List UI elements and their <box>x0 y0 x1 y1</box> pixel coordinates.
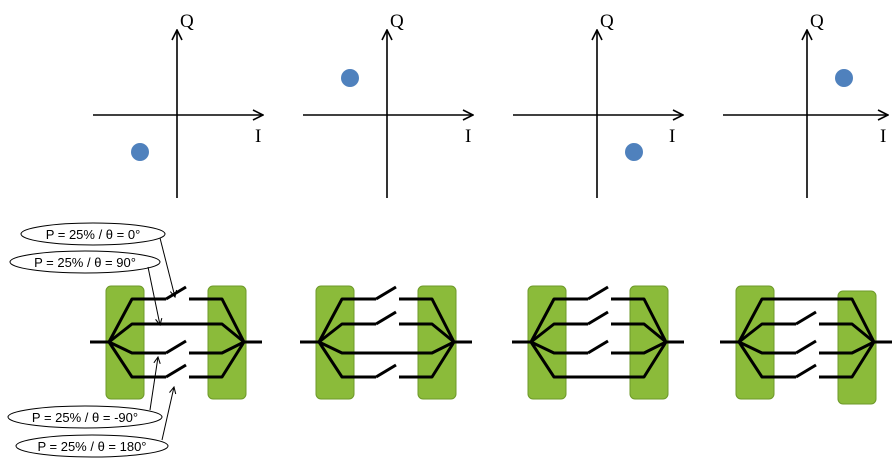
callout-theta-180: P = 25% / θ = 180° <box>15 387 174 458</box>
callout-bubble <box>9 250 161 274</box>
switch-open <box>375 310 397 326</box>
arm-path-4 <box>529 341 668 379</box>
switch-open <box>375 363 397 379</box>
callout-theta-minus-90: P = 25% / θ = -90° <box>7 357 163 429</box>
modulator-2 <box>300 285 472 400</box>
q-axis-label: Q <box>810 11 824 32</box>
callout-label: P = 25% / θ = 0° <box>46 227 141 242</box>
arm-split-segment <box>318 322 376 344</box>
constellation-2: Q I <box>303 11 473 198</box>
arm-combine-segment <box>399 340 455 355</box>
i-axis-label: I <box>255 126 261 147</box>
arm-combine-segment <box>189 341 246 379</box>
arm-combine-segment <box>611 341 668 379</box>
callout-pointer <box>147 266 160 325</box>
modulator-4 <box>720 285 892 405</box>
modulator-1 <box>90 285 262 400</box>
switch-open <box>587 339 609 355</box>
arm-combine-segment <box>399 341 456 379</box>
q-axis-label: Q <box>600 11 614 32</box>
i-axis-label: I <box>669 126 675 147</box>
constellation-3: Q I <box>513 11 683 198</box>
switch-open <box>165 285 187 301</box>
arm-path-2 <box>738 310 875 344</box>
arm-combine-segment <box>611 322 667 344</box>
arm-path-2 <box>530 310 667 344</box>
constellation-point <box>835 69 853 87</box>
switch-open <box>165 339 187 355</box>
callout-label: P = 25% / θ = 180° <box>37 439 146 454</box>
arm-combine-segment <box>819 322 875 344</box>
arm-split-segment <box>318 340 376 355</box>
arm-path-1 <box>529 285 668 343</box>
callout-bubble <box>20 222 166 246</box>
arm-path-1 <box>737 297 876 343</box>
arm-combine-segment <box>611 297 668 343</box>
callout-label: P = 25% / θ = 90° <box>34 255 136 270</box>
arm-split-segment <box>737 297 796 343</box>
callout-label: P = 25% / θ = -90° <box>32 410 138 425</box>
switch-open <box>795 363 817 379</box>
arm-combine-segment <box>399 297 456 343</box>
arm-path-3 <box>108 339 245 355</box>
switch-open <box>795 339 817 355</box>
switch-open <box>587 310 609 326</box>
arm-path-4 <box>737 341 876 379</box>
arm-combine-segment <box>819 340 875 355</box>
arm-path-3 <box>318 340 455 355</box>
callout-bubble <box>15 434 169 458</box>
arm-combine-segment <box>611 340 667 355</box>
arm-split-segment <box>317 297 376 343</box>
arm-split-segment <box>530 322 588 344</box>
arm-path-2 <box>108 322 245 344</box>
arm-path-3 <box>530 339 667 355</box>
arm-split-segment <box>530 340 588 355</box>
arm-path-1 <box>317 285 456 343</box>
arm-path-3 <box>738 339 875 355</box>
arm-combine-segment <box>189 322 245 344</box>
constellation-point <box>625 143 643 161</box>
switch-open <box>165 363 187 379</box>
i-axis-label: I <box>880 126 886 147</box>
constellation-point <box>131 143 149 161</box>
constellation-4: Q I <box>723 11 888 198</box>
arm-path-2 <box>318 310 455 344</box>
modulator-3 <box>512 285 684 400</box>
modulator-row <box>90 285 892 405</box>
switch-open <box>795 310 817 326</box>
callout-pointer <box>159 237 175 297</box>
callout-pointer <box>161 387 174 441</box>
arm-split-segment <box>738 340 796 355</box>
callout-theta-0: P = 25% / θ = 0° <box>20 222 175 297</box>
arm-split-segment <box>108 322 166 344</box>
arm-combine-segment <box>189 297 246 343</box>
arm-combine-segment <box>189 340 245 355</box>
arm-path-4 <box>317 341 456 379</box>
switch-open <box>587 285 609 301</box>
q-axis-label: Q <box>180 11 194 32</box>
arm-split-segment <box>108 340 166 355</box>
q-axis-label: Q <box>390 11 404 32</box>
arm-combine-segment <box>399 322 455 344</box>
callout-bubble <box>7 405 163 429</box>
i-axis-label: I <box>465 126 471 147</box>
switch-open <box>375 285 397 301</box>
arm-split-segment <box>317 341 376 379</box>
constellation-1: Q I <box>93 11 263 198</box>
arm-split-segment <box>529 341 588 379</box>
arm-split-segment <box>737 341 796 379</box>
arm-split-segment <box>529 297 588 343</box>
callout-theta-90: P = 25% / θ = 90° <box>9 250 161 325</box>
callout-pointer <box>149 357 158 411</box>
constellation-point <box>341 69 359 87</box>
arm-combine-segment <box>819 341 876 379</box>
arm-combine-segment <box>819 297 876 343</box>
arm-split-segment <box>738 322 796 344</box>
